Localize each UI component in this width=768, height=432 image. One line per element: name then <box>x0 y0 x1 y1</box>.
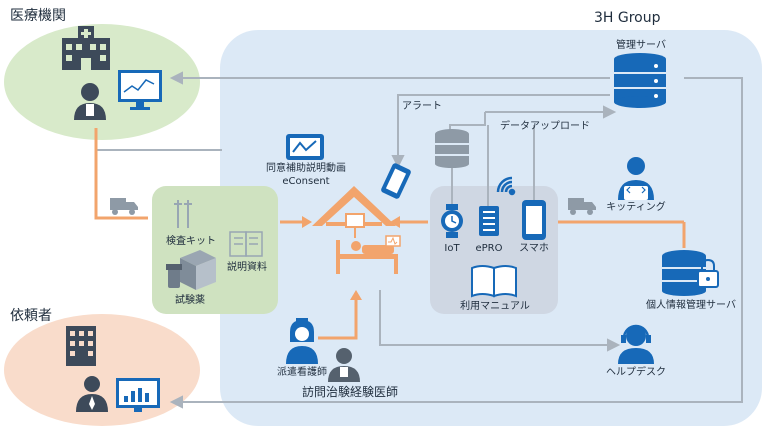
arrow-to-home-bottom <box>350 290 362 300</box>
nurse-label: 派遣看護師 <box>277 367 327 378</box>
phone-label: スマホ <box>519 243 549 254</box>
client-label: 依頼者 <box>10 308 52 324</box>
lock-icon <box>697 258 719 288</box>
truck-icon-left <box>110 198 138 215</box>
mgmt-server-label: 管理サーバ <box>616 40 666 51</box>
hospital-region <box>4 24 200 140</box>
truck-icon-right <box>568 198 596 215</box>
smartphone-icon <box>522 200 546 240</box>
iot-label: IoT <box>444 243 460 254</box>
helpdesk-label: ヘルプデスク <box>606 367 666 378</box>
gray-connectors <box>96 71 743 409</box>
alert-label: アラート <box>402 101 442 112</box>
wifi-icon <box>496 176 516 196</box>
hospital-building-icon <box>62 26 110 70</box>
kitting-label: キッティング <box>606 202 666 213</box>
drug-label: 試験薬 <box>175 295 205 306</box>
hospital-label: 医療機関 <box>10 8 66 24</box>
epro-label: ePRO <box>475 243 503 254</box>
orange-connectors <box>94 128 686 340</box>
explain-doc-label: 説明資料 <box>227 262 267 273</box>
client-monitor-icon <box>116 378 160 412</box>
client-person-icon <box>76 376 108 412</box>
visiting-doctor-icon <box>328 348 360 382</box>
pi-server-icon <box>662 250 706 296</box>
epro-form-icon <box>479 206 499 236</box>
alert-phone-icon <box>381 163 411 199</box>
doctor-label: 訪問治験経験医師 <box>301 385 398 399</box>
manual-book-icon <box>471 265 517 298</box>
arrow-to-home-right <box>390 216 400 228</box>
nurse-icon <box>286 318 318 364</box>
hospital-doctor-icon <box>74 83 106 120</box>
econsent-subtitle: eConsent <box>282 176 330 187</box>
test-kit-icon <box>174 200 192 228</box>
econsent-tablet-icon <box>286 134 324 160</box>
helpdesk-headset-icon <box>618 324 654 364</box>
iot-watch-icon <box>441 204 463 238</box>
home-patient-icon <box>312 186 401 274</box>
data-upload-label: データアップロード <box>500 121 590 132</box>
test-kit-label: 検査キット <box>166 236 216 247</box>
hospital-monitor-icon <box>118 70 162 110</box>
management-server-icon <box>614 53 666 108</box>
drug-box-icon <box>166 250 216 290</box>
pi-server-label: 個人情報管理サーバ <box>646 300 736 311</box>
data-server-icon <box>435 129 469 168</box>
group-label: 3H Group <box>594 10 661 26</box>
econsent-title: 同意補助説明動画 <box>266 163 346 174</box>
explain-doc-icon <box>229 231 263 257</box>
manual-label: 利用マニュアル <box>460 301 530 312</box>
kitting-person-icon <box>618 157 654 200</box>
office-building-icon <box>66 326 96 366</box>
arrow-to-home-left <box>302 216 312 228</box>
